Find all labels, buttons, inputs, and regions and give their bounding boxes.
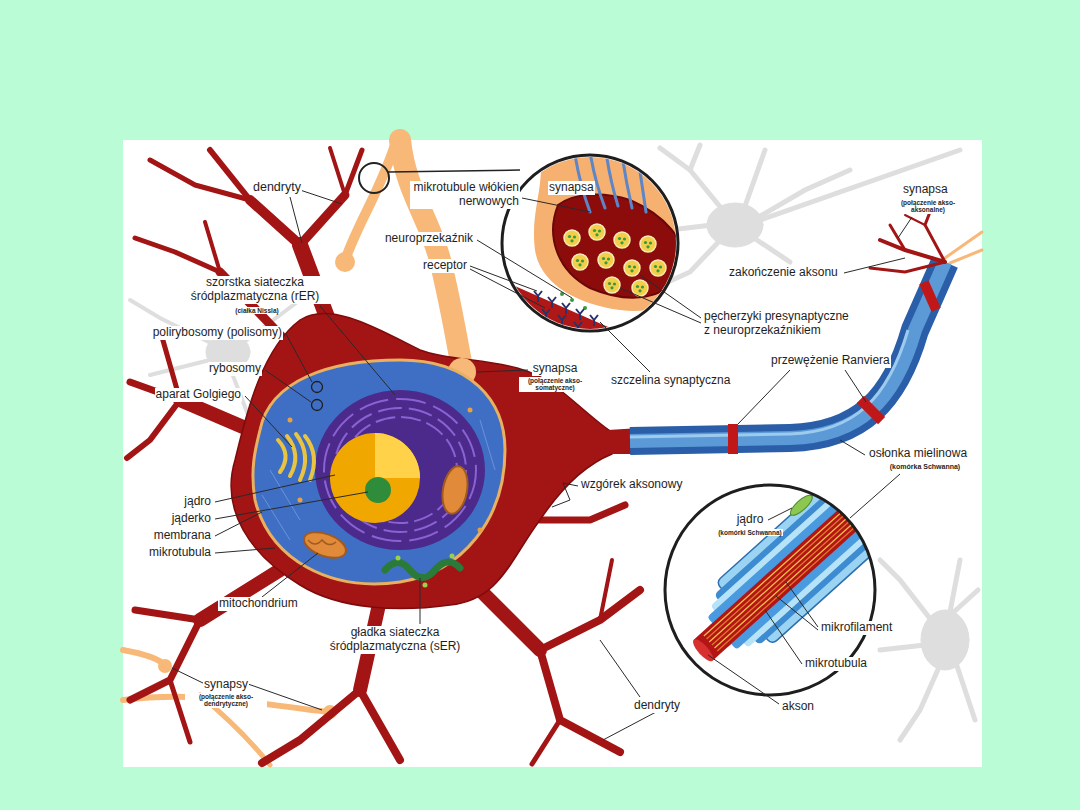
part-label: synapsa	[548, 181, 595, 195]
part-label: jąderko	[171, 512, 212, 526]
part-label: pęcherzyki presynaptyczne z neuroprzekaź…	[703, 310, 853, 338]
note-label: (połączenie akso-aksonalne)	[897, 199, 959, 214]
note-label: (ciałka Nissla)	[234, 307, 279, 314]
part-label: dendryty	[252, 180, 302, 194]
myelin-inset	[665, 451, 913, 695]
illustration-ground	[123, 140, 982, 767]
part-label: przewężenie Ranviera	[770, 354, 891, 368]
part-label: aparat Golgiego	[155, 388, 242, 402]
note-label: (komórki Schwanna)	[717, 529, 783, 536]
part-label: rybosomy	[208, 362, 262, 376]
note-label: (połączenie akso-somatyczne)	[519, 377, 591, 392]
part-label: membrana	[153, 529, 212, 543]
part-label: polirybosomy (polisomy)	[152, 326, 283, 340]
synapse-inset	[490, 150, 700, 362]
part-label: synapsa	[532, 362, 579, 376]
part-label: szorstka siateczka śródplazmatyczna (rER…	[172, 276, 339, 304]
part-label: jądro	[183, 495, 212, 509]
part-label: mikrotubula	[148, 546, 212, 560]
part-label: mitochondrium	[218, 597, 299, 611]
part-label: dendryty	[633, 699, 681, 713]
part-label: synapsy	[203, 678, 249, 692]
leader-lines	[172, 190, 912, 740]
part-label: jądro	[736, 513, 765, 527]
part-label: mikrotubule włókien nerwowych	[410, 181, 520, 209]
part-label: neuroprzekaźnik	[384, 232, 474, 246]
organelles	[253, 360, 505, 588]
part-label: zakończenie aksonu	[728, 266, 839, 280]
part-label: receptor	[422, 259, 468, 273]
note-label: (komórka Schwanna)	[889, 463, 961, 471]
part-label: synapsa	[902, 183, 949, 197]
part-label: gładka siateczka śródplazmatyczna (sER)	[309, 626, 481, 654]
part-label: mikrofilament	[820, 621, 893, 635]
part-label: akson	[781, 700, 815, 714]
part-label: wzgórek aksonowy	[580, 478, 683, 492]
part-label: szczelina synaptyczna	[610, 374, 731, 388]
note-label: (połączenie akso-dendrytyczne)	[185, 693, 267, 708]
incoming-axons	[123, 140, 982, 765]
part-label: osłonka mielinowa	[868, 447, 968, 461]
background-neurons	[130, 145, 978, 740]
part-label: mikrotubula	[804, 657, 868, 671]
cell-body	[231, 313, 612, 608]
